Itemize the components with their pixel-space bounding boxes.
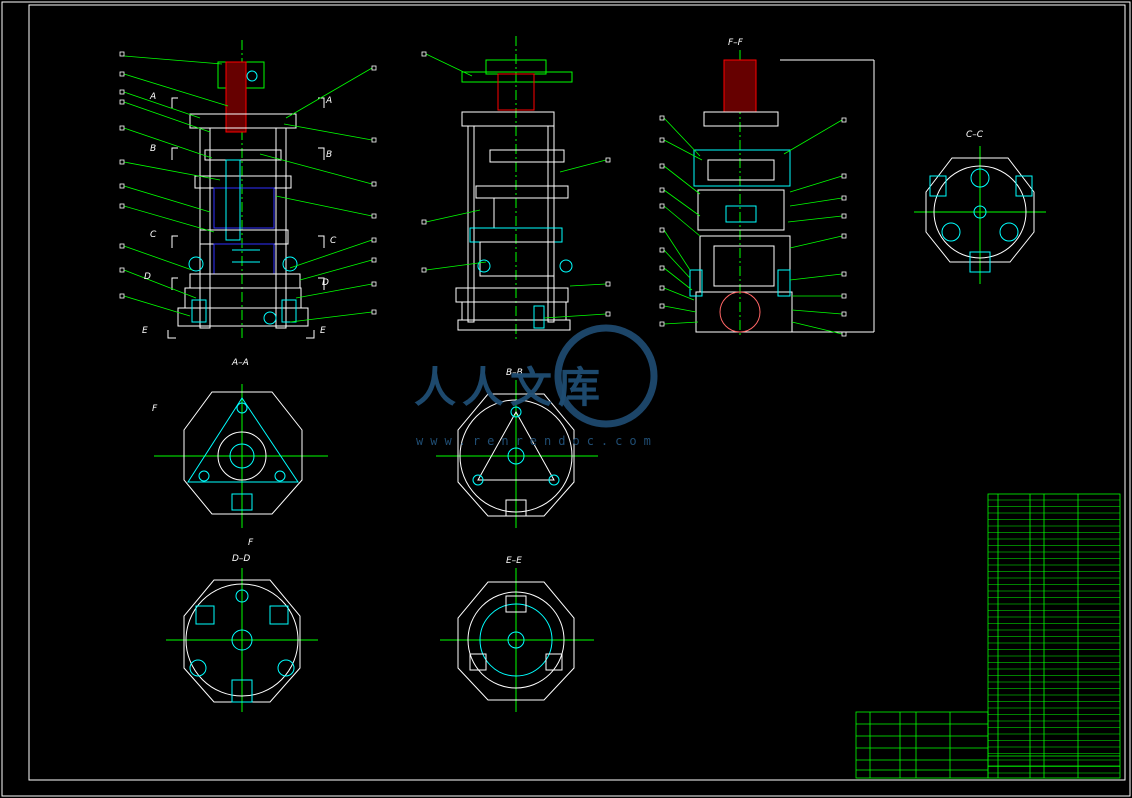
watermark-text: 人人文库 [414,363,607,412]
section-label-a-right: A [326,96,333,106]
ff-section-view [689,50,875,336]
view-title-ff: F–F [728,38,743,48]
cc-section-view [914,146,1046,284]
section-label-b-left: B [150,144,157,154]
side-elevation-view [455,36,573,340]
title-block [855,711,1120,779]
bb-section-view [436,380,598,528]
front-view-balloons [119,51,377,315]
dd-section-view [166,568,318,712]
ff-view-leaders [663,117,843,335]
section-label-e-left: E [142,326,148,336]
parts-list-table [987,493,1121,779]
section-label-e-right: E [320,326,326,336]
section-label-d-right: D [322,278,329,288]
section-label-c-left: C [150,230,157,240]
view-title-bb: B–B [506,368,523,378]
section-label-b-right: B [326,150,333,160]
watermark-logo-ring [554,324,658,428]
ff-view-balloons [659,115,847,337]
section-label-d-left: D [144,272,151,282]
section-label-c-right: C [330,236,337,246]
front-view-leaders-right [259,67,373,323]
watermark-url: www.renrendoc.com [416,434,658,448]
section-label-a-left: A [150,92,157,102]
ee-section-view [440,568,594,712]
section-label-f-top: F [152,404,158,414]
section-label-f-bottom: F [248,538,254,548]
front-view-leaders-left [123,55,229,317]
view-title-aa: A–A [232,358,249,368]
side-view-leaders [425,53,607,319]
view-title-ee: E–E [506,556,522,566]
view-title-dd: D–D [232,554,251,564]
inner-border [28,4,1126,781]
aa-section-view [154,384,328,528]
view-title-cc: C–C [966,130,984,140]
front-section-view [167,40,325,340]
side-view-balloons [421,51,611,317]
parts-list-rows [988,499,1120,774]
